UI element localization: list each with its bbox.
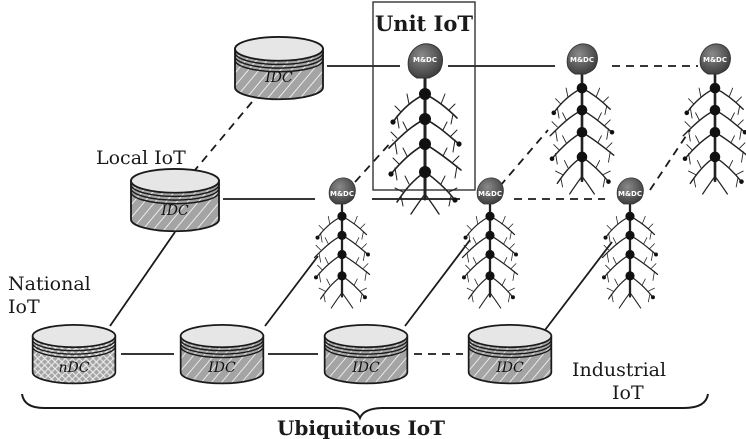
datacenter-top: IDC <box>234 35 324 101</box>
head-label: M&DC <box>330 190 354 198</box>
link-idc3-r2c2 <box>404 239 471 327</box>
ubiquitous-brace <box>21 393 709 421</box>
ubiquitous-iot-label: Ubiquitous IoT <box>277 416 445 439</box>
local-iot-label: Local IoT <box>96 147 186 169</box>
datacenter-label: IDC <box>495 360 524 376</box>
head-label: M&DC <box>570 56 594 64</box>
link-idc2-r2c1 <box>264 255 319 327</box>
datacenter-bottom-3: IDC <box>323 323 409 385</box>
connections <box>109 65 698 355</box>
datacenter-middle: IDC <box>130 167 220 233</box>
iot-unit-r1c3: M&DC <box>681 42 746 196</box>
industrial-iot-label-line1: Industrial <box>572 359 666 381</box>
link-r2c1-unit <box>354 139 394 183</box>
datacenter-bottom-2: IDC <box>179 323 265 385</box>
datacenter-bottom-4: IDC <box>467 323 553 385</box>
datacenter-label: IDC <box>351 360 380 376</box>
datacenter-label: IDC <box>264 70 293 86</box>
iot-unit-r2c1: M&DC <box>312 176 372 310</box>
head-label: M&DC <box>618 190 642 198</box>
unit-iot-label: Unit IoT <box>375 11 473 36</box>
industrial-iot-label-line2: IoT <box>612 382 644 404</box>
head-label: M&DC <box>478 190 502 198</box>
datacenter-label: nDC <box>59 360 90 376</box>
unit-iot-group: Unit IoT <box>372 1 476 191</box>
national-iot-label-line1: National <box>8 273 91 295</box>
link-mid-ndc <box>109 231 176 327</box>
head-label: M&DC <box>413 56 437 64</box>
head-label: M&DC <box>703 56 727 64</box>
iot-unit-r1c1: M&DC <box>386 42 464 216</box>
iot-unit-r2c2: M&DC <box>460 176 520 310</box>
national-iot-label-line2: IoT <box>8 296 40 318</box>
iot-unit-r1c2: M&DC <box>548 42 616 196</box>
link-r2c3-r1c3 <box>649 129 691 191</box>
datacenter-label: IDC <box>207 360 236 376</box>
link-top-mid <box>194 101 253 171</box>
iot-unit-r2c3: M&DC <box>600 176 660 310</box>
datacenter-bottom-1: nDC <box>31 323 117 385</box>
link-r2c2-r1c2 <box>499 129 549 187</box>
link-idc4-r2c3 <box>544 241 613 331</box>
datacenter-label: IDC <box>160 203 189 219</box>
